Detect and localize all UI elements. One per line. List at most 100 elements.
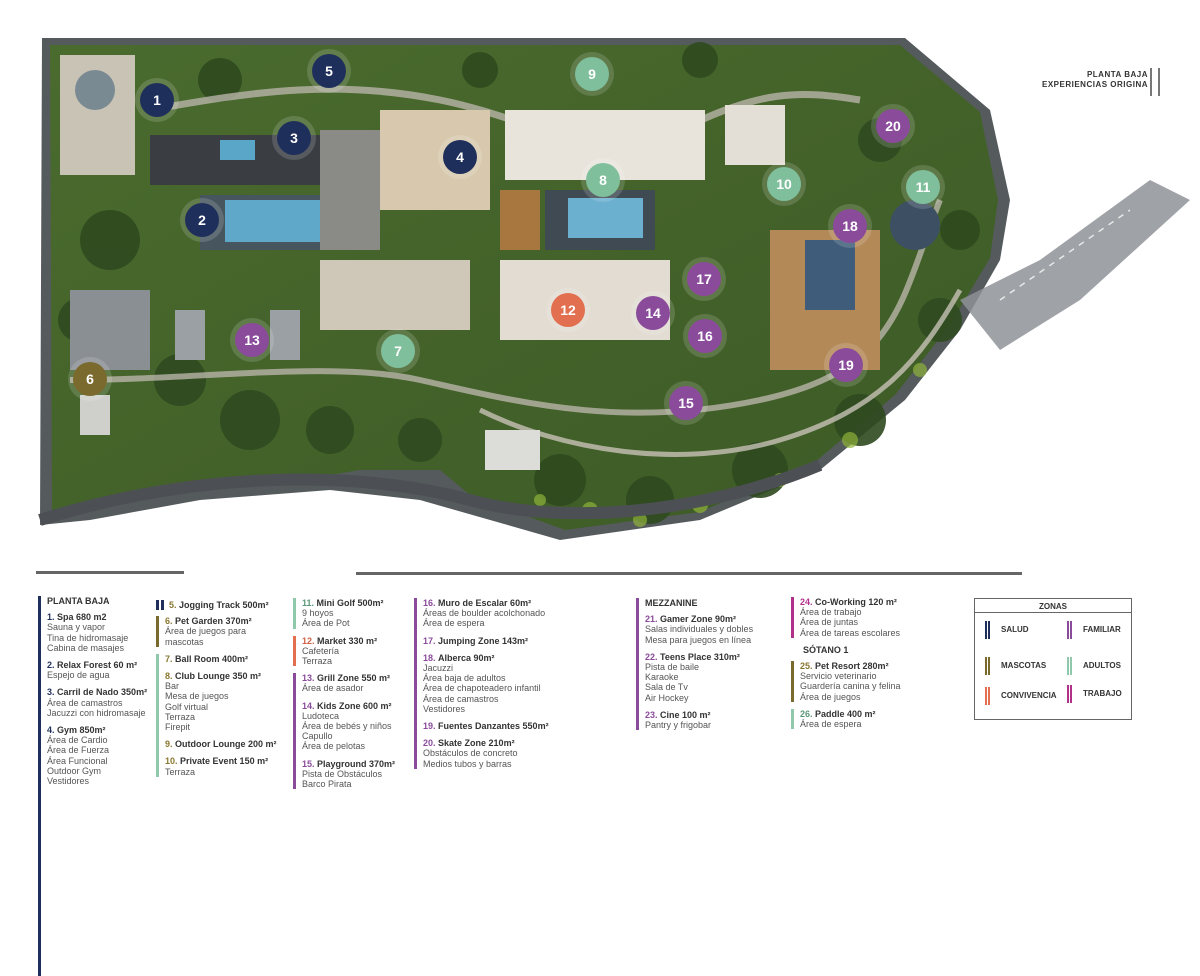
zone-swatch [1067, 685, 1069, 703]
item-name: Skate Zone 210m² [438, 738, 515, 749]
item-detail: Área de asador [302, 683, 364, 694]
item-detail: Capullo [302, 731, 333, 742]
item-number: 2. [47, 660, 55, 671]
map-pin-18[interactable]: 18 [833, 209, 867, 243]
item-number: 14. [302, 700, 315, 711]
map-pin-6[interactable]: 6 [73, 362, 107, 396]
item-number: 10. [165, 756, 178, 767]
item-detail: Área de Fuerza [47, 745, 110, 756]
item-number: 20. [423, 738, 436, 749]
zone-bar-familiar [636, 598, 639, 731]
map-pin-4[interactable]: 4 [443, 140, 477, 174]
legend-item-5: 5. Jogging Track 500m² [156, 600, 288, 611]
map-pin-11[interactable]: 11 [906, 170, 940, 204]
item-detail: Ludoteca [302, 710, 340, 721]
zone-key-trabajo: TRABAJO [1067, 685, 1122, 703]
item-detail: Área de Cardio [47, 735, 108, 746]
legend-item-18: 18. Alberca 90m² Jacuzzi Área baja de ad… [423, 653, 574, 714]
zone-swatch [988, 687, 990, 705]
item-detail: Tina de hidromasaje [47, 632, 129, 643]
legend-item-19: 19. Fuentes Danzantes 550m² [423, 721, 574, 731]
item-detail: Área de chapoteadero infantil [423, 683, 541, 694]
map-pin-7[interactable]: 7 [381, 334, 415, 368]
item-number: 3. [47, 687, 55, 698]
pin-label: 2 [198, 212, 206, 228]
item-detail: Cafetería [302, 645, 340, 656]
zone-key-familiar: FAMILIAR [1067, 621, 1121, 639]
legend-item-3: 3. Carril de Nado 350m² Área de camastro… [47, 687, 156, 718]
map-pin-19[interactable]: 19 [829, 348, 863, 382]
item-detail: Jacuzzi con hidromasaje [47, 707, 146, 718]
zone-bar-familiar [414, 598, 417, 769]
legend-group-familiar-b: 16. Muro de Escalar 60m² Áreas de boulde… [414, 598, 574, 769]
pin-label: 16 [697, 328, 713, 344]
pin-label: 1 [153, 92, 161, 108]
item-detail: Cabina de masajes [47, 642, 125, 653]
map-pin-20[interactable]: 20 [876, 109, 910, 143]
map-pin-16[interactable]: 16 [688, 319, 722, 353]
item-detail: Medios tubos y barras [423, 758, 512, 769]
map-pin-5[interactable]: 5 [312, 54, 346, 88]
item-name: Teens Place 310m² [660, 651, 740, 662]
zone-swatch [985, 621, 987, 639]
item-detail: Área de juegos [800, 691, 861, 702]
section-heading-planta-baja: PLANTA BAJA [47, 596, 110, 606]
item-detail: Firepit [165, 722, 191, 733]
item-detail: Jacuzzi [423, 663, 454, 674]
map-pin-12[interactable]: 12 [551, 293, 585, 327]
item-number: 15. [302, 758, 315, 769]
legend-item-8: 8. Club Lounge 350 m² Bar Mesa de juegos… [165, 671, 288, 732]
item-detail: Pista de Obstáculos [302, 768, 383, 779]
item-detail: Área de bebés y niños [302, 721, 392, 732]
zone-key-label: SALUD [1001, 625, 1029, 634]
map-pin-3[interactable]: 3 [277, 121, 311, 155]
zone-swatch [985, 687, 987, 705]
item-detail: mascotas [165, 636, 204, 647]
zone-swatch [988, 657, 990, 675]
item-detail: 9 hoyos [302, 608, 334, 619]
map-pin-14[interactable]: 14 [636, 296, 670, 330]
legend-group-planta-baja: PLANTA BAJA 1. Spa 680 m2 Sauna y vapor … [38, 596, 156, 976]
zone-bar-adultos [293, 598, 296, 629]
pin-label: 17 [696, 271, 712, 287]
pin-label: 7 [394, 343, 402, 359]
item-detail: Bar [165, 681, 180, 692]
legend-item-12: 12. Market 330 m² Cafetería Terraza [293, 635, 411, 667]
map-title-line1: PLANTA BAJA [1086, 70, 1148, 79]
zone-key-label: MASCOTAS [1001, 661, 1047, 670]
item-name: Cine 100 m² [660, 709, 711, 720]
pin-label: 12 [560, 302, 576, 318]
item-number: 11. [302, 598, 315, 608]
item-detail: Área baja de adultos [423, 673, 506, 684]
item-detail: Golf virtual [165, 701, 209, 712]
item-detail: Área de espera [423, 618, 485, 629]
legend-item-1: 1. Spa 680 m2 Sauna y vapor Tina de hidr… [47, 612, 156, 653]
pin-label: 13 [244, 332, 260, 348]
legend-item-23: 23. Cine 100 m² Pantry y frigobar [645, 710, 776, 730]
map-pin-8[interactable]: 8 [586, 163, 620, 197]
zone-bar-salud [156, 600, 164, 611]
item-detail: Sauna y vapor [47, 622, 106, 633]
item-name: Outdoor Lounge 200 m² [175, 739, 277, 750]
item-detail: Área de camastros [47, 697, 123, 708]
map-pin-10[interactable]: 10 [767, 167, 801, 201]
item-detail: Vestidores [47, 776, 90, 787]
item-detail: Air Hockey [645, 692, 689, 703]
item-detail: Outdoor Gym [47, 765, 102, 776]
zone-swatch [1067, 621, 1069, 639]
pin-label: 10 [776, 176, 792, 192]
legend-rule-left [36, 571, 184, 574]
map-pin-2[interactable]: 2 [185, 203, 219, 237]
map-pin-17[interactable]: 17 [687, 262, 721, 296]
item-name: Fuentes Danzantes 550m² [438, 721, 549, 732]
item-number: 18. [423, 652, 436, 663]
legend-item-20: 20. Skate Zone 210m² Obstáculos de concr… [423, 738, 574, 769]
map-pin-9[interactable]: 9 [575, 57, 609, 91]
map-title-line2: EXPERIENCIAS ORIGINA [1041, 80, 1148, 89]
map-pin-15[interactable]: 15 [669, 386, 703, 420]
map-pin-13[interactable]: 13 [235, 323, 269, 357]
legend-item-13: 13. Grill Zone 550 m² Área de asador [302, 673, 411, 693]
item-number: 25. [800, 661, 813, 672]
zone-bar-familiar [293, 673, 296, 790]
map-pin-1[interactable]: 1 [140, 83, 174, 117]
